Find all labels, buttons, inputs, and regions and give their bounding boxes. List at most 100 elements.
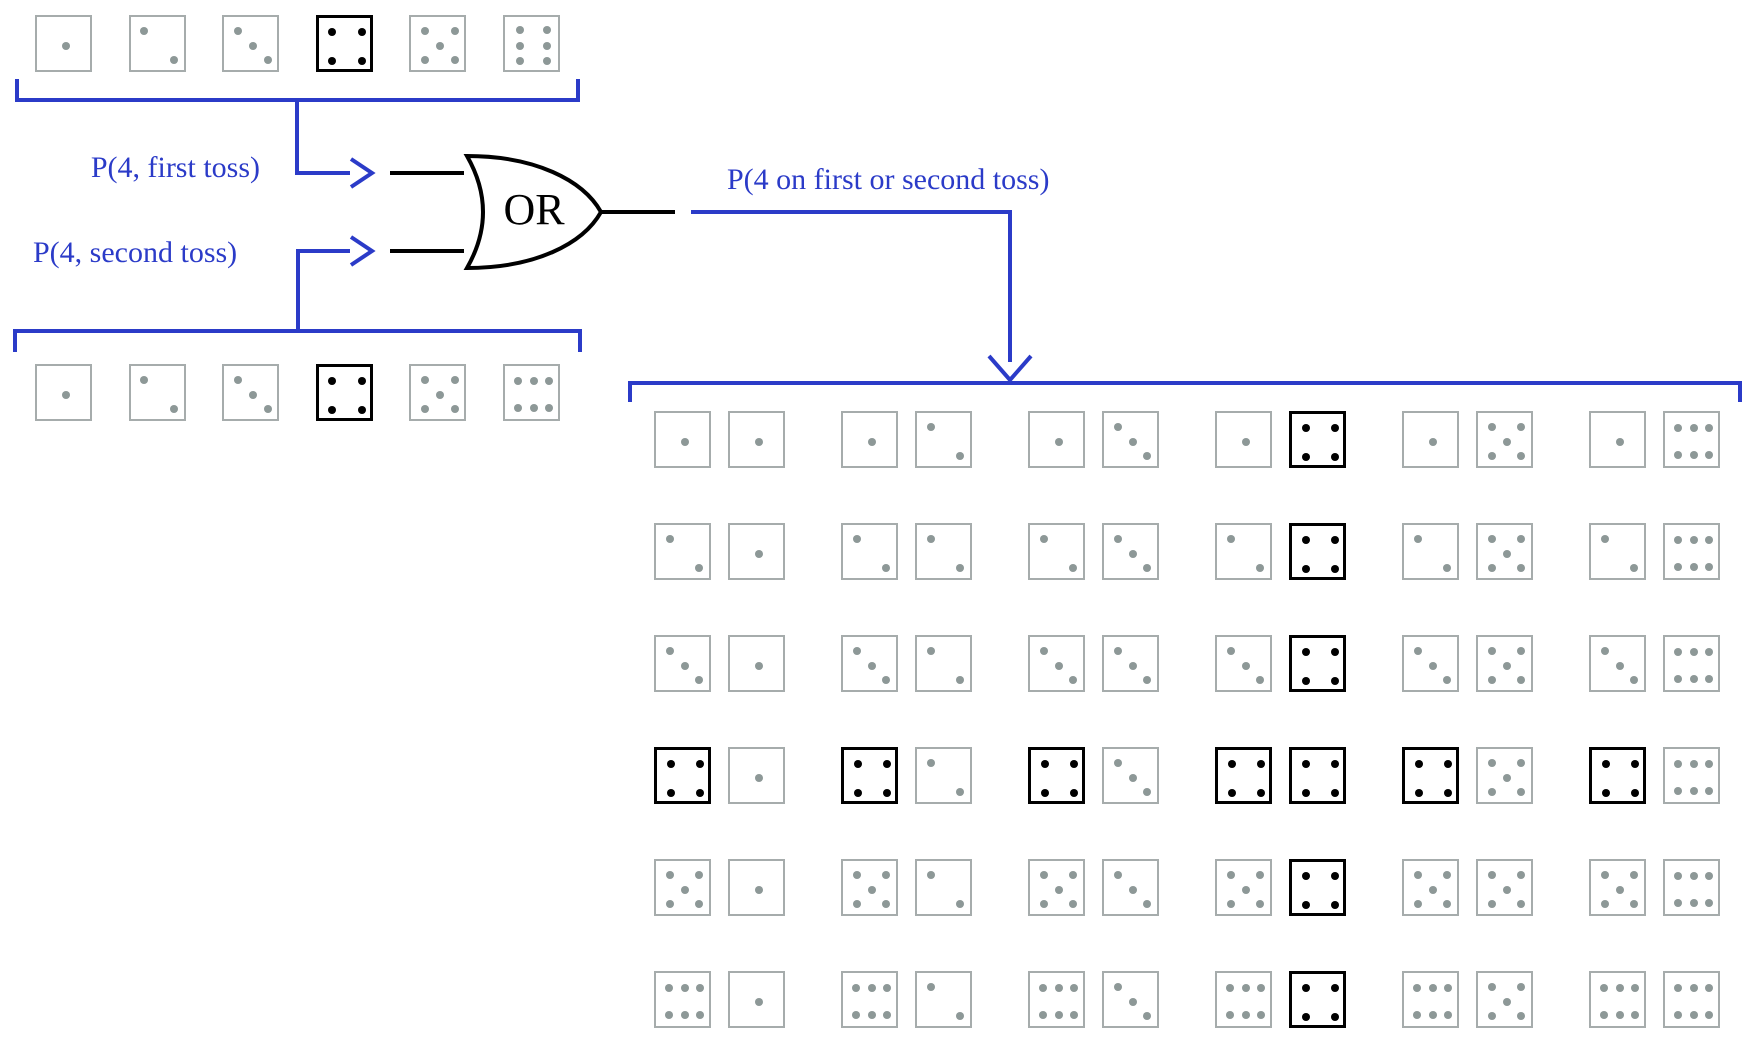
second-toss-label: P(4, second toss) — [33, 236, 238, 269]
outcome-2-3-first-die — [1028, 523, 1085, 580]
pip — [926, 758, 935, 767]
outcome-6-5-second-die — [1476, 971, 1533, 1028]
pip — [1054, 437, 1063, 446]
pip — [1331, 453, 1340, 462]
outcome-5-2-second-die — [915, 859, 972, 916]
pip — [1487, 452, 1496, 461]
pip — [1069, 564, 1078, 573]
pip — [516, 25, 525, 34]
outcome-3-4-second-die — [1289, 635, 1346, 692]
outcome-5-3-first-die — [1028, 859, 1085, 916]
pip — [1113, 534, 1122, 543]
pip — [1705, 424, 1714, 433]
pip — [1039, 534, 1048, 543]
outcome-2-2-first-die — [841, 523, 898, 580]
outcome-1-5-second-die — [1476, 411, 1533, 468]
pip — [1705, 674, 1714, 683]
pip — [1487, 676, 1496, 685]
pip — [696, 759, 705, 768]
pip — [1128, 437, 1137, 446]
outcome-4-2-first-die — [841, 747, 898, 804]
pip — [1615, 885, 1624, 894]
pip — [956, 452, 965, 461]
pip — [1502, 549, 1511, 558]
pip — [1039, 646, 1048, 655]
outcome-6-1-second-die — [728, 971, 785, 1028]
pip — [1487, 534, 1496, 543]
pip — [1113, 982, 1122, 991]
pip — [1630, 870, 1639, 879]
pip — [358, 406, 367, 415]
outcome-4-5-first-die — [1402, 747, 1459, 804]
pip — [680, 437, 689, 446]
pip — [867, 885, 876, 894]
pip — [1705, 786, 1714, 795]
pip — [1414, 789, 1423, 798]
outcome-4-3-second-die — [1102, 747, 1159, 804]
second-toss-arrowhead-icon — [349, 235, 376, 267]
pip — [1502, 885, 1511, 894]
outcome-1-1-second-die — [728, 411, 785, 468]
first-toss-arrowhead-icon — [349, 157, 376, 189]
pip — [1301, 677, 1310, 686]
pip — [852, 534, 861, 543]
pip — [867, 1010, 876, 1019]
pip — [1225, 984, 1234, 993]
pip — [1487, 870, 1496, 879]
outcome-3-5-first-die — [1402, 635, 1459, 692]
pip — [263, 56, 272, 65]
outcome-3-5-second-die — [1476, 635, 1533, 692]
pip — [695, 870, 704, 879]
pip — [695, 564, 704, 573]
pip — [926, 982, 935, 991]
pip — [421, 26, 430, 35]
pip — [1143, 564, 1152, 573]
pip — [956, 1012, 965, 1021]
outcome-6-1-first-die — [654, 971, 711, 1028]
outcome-5-4-second-die — [1289, 859, 1346, 916]
outcome-1-6-first-die — [1589, 411, 1646, 468]
second-toss-stem — [296, 249, 350, 331]
pip — [1257, 1010, 1266, 1019]
pip — [1444, 789, 1453, 798]
pip — [1689, 872, 1698, 881]
pip — [754, 997, 763, 1006]
pip — [1705, 648, 1714, 657]
outcome-1-2-second-die — [915, 411, 972, 468]
pip — [1256, 676, 1265, 685]
pip — [450, 405, 459, 414]
pip — [956, 900, 965, 909]
pip — [1040, 759, 1049, 768]
pip — [1226, 646, 1235, 655]
pip — [1673, 898, 1682, 907]
pip — [1070, 984, 1079, 993]
pip — [696, 1010, 705, 1019]
pip — [696, 984, 705, 993]
pip — [1301, 565, 1310, 574]
pip — [1705, 872, 1714, 881]
pip — [1331, 565, 1340, 574]
outcome-3-4-first-die — [1215, 635, 1272, 692]
outcome-2-2-second-die — [915, 523, 972, 580]
outcome-4-6-second-die — [1663, 747, 1720, 804]
pip — [1689, 424, 1698, 433]
pip — [956, 676, 965, 685]
pip — [1673, 674, 1682, 683]
pip — [542, 41, 551, 50]
die-first-toss-1 — [35, 15, 92, 72]
outcome-3-3-first-die — [1028, 635, 1085, 692]
pip — [754, 437, 763, 446]
outcome-1-4-second-die — [1289, 411, 1346, 468]
pip — [1241, 437, 1250, 446]
outcome-6-2-first-die — [841, 971, 898, 1028]
pip — [1257, 789, 1266, 798]
pip — [1600, 534, 1609, 543]
pip — [1673, 562, 1682, 571]
pip — [1487, 900, 1496, 909]
first-toss-bracket — [15, 79, 580, 102]
pip — [695, 676, 704, 685]
outcome-3-1-second-die — [728, 635, 785, 692]
pip — [1443, 900, 1452, 909]
pip — [1517, 758, 1526, 767]
pip — [435, 41, 444, 50]
